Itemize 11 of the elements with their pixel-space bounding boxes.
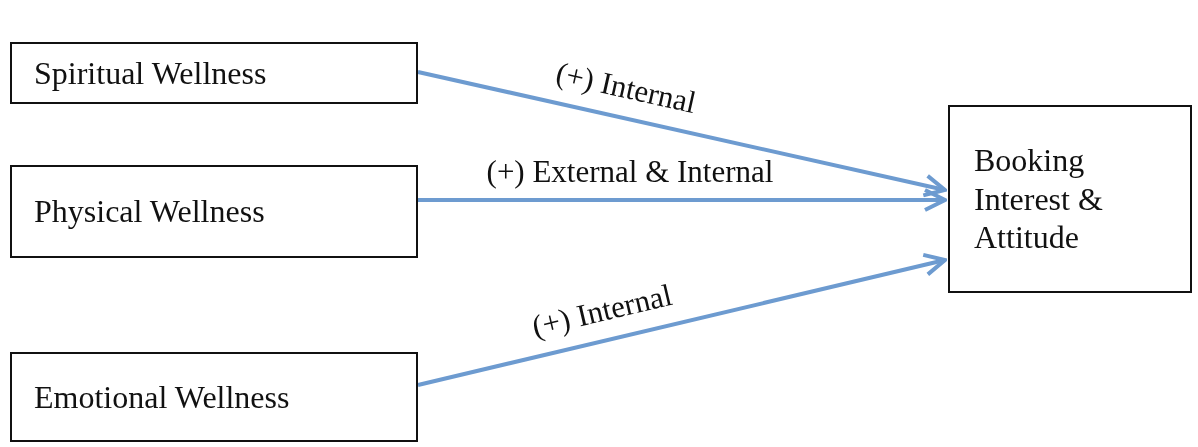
box-text: Booking Interest & Attitude [974, 141, 1104, 257]
box-text: Physical Wellness [34, 192, 265, 231]
arrow [417, 252, 947, 387]
concept-box [10, 165, 418, 258]
concept-box [10, 352, 418, 442]
arrow [417, 70, 947, 198]
box-text: Emotional Wellness [34, 377, 290, 417]
concept-box [948, 105, 1192, 293]
arrow [418, 188, 947, 212]
concept-box [10, 42, 418, 104]
box-text: Spiritual Wellness [34, 53, 267, 93]
